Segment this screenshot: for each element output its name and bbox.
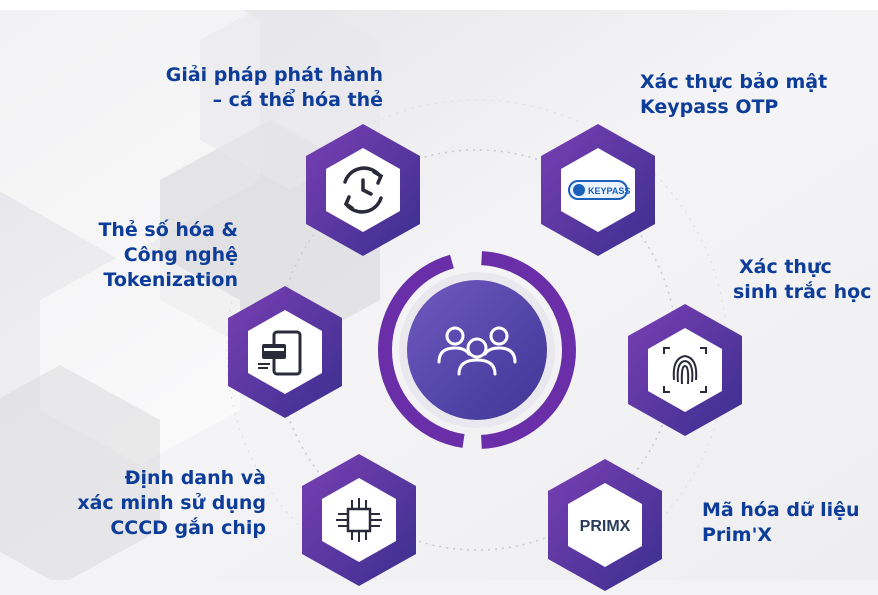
center-hub	[377, 250, 577, 450]
label-card-issuance: Giải pháp phát hành– cá thể hóa thẻ	[165, 64, 383, 111]
primx-logo: PRIMX	[580, 518, 631, 535]
svg-text:PRIMX: PRIMX	[580, 518, 631, 535]
hex-biometric	[622, 300, 748, 440]
hex-tokenization	[222, 282, 348, 422]
keypass-logo: KEYPASS	[568, 180, 630, 200]
svg-text:KEYPASS: KEYPASS	[588, 186, 630, 196]
fingerprint-icon	[663, 347, 707, 393]
mobile-card-icon	[258, 330, 302, 376]
refresh-clock-icon	[343, 166, 384, 214]
users-group-icon	[437, 326, 517, 376]
hex-card-issuance	[300, 120, 426, 260]
hex-cccd-chip	[296, 450, 422, 590]
hex-keypass: KEYPASS	[535, 120, 661, 260]
hex-primx: PRIMX	[542, 455, 668, 595]
chip-icon	[336, 498, 382, 542]
